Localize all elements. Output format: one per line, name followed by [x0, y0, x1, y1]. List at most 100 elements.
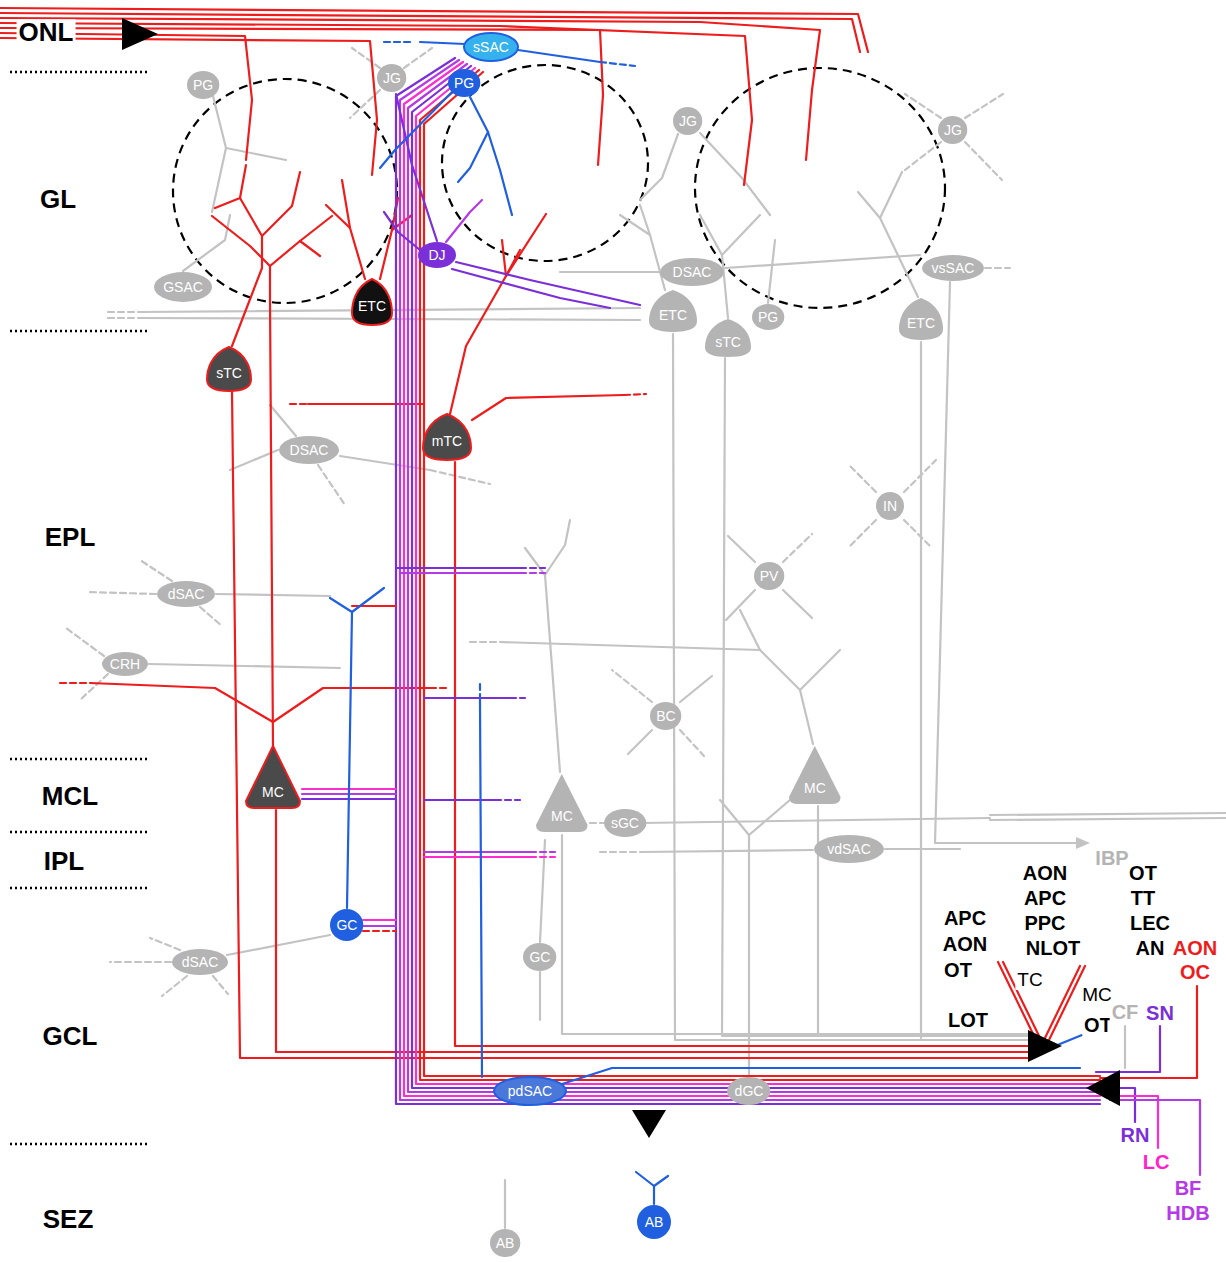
neurite — [783, 534, 812, 562]
cell-outline — [604, 809, 646, 837]
cell-outline — [207, 347, 251, 391]
cell-label: mTC — [432, 434, 462, 448]
cell-outline — [705, 319, 751, 357]
cell-label: GC — [336, 918, 357, 932]
neurite — [240, 165, 246, 198]
nerve-fiber — [0, 38, 377, 175]
neurite — [620, 215, 650, 235]
cell-outline — [673, 107, 702, 135]
cell-body: PV — [753, 561, 785, 591]
cell-body: PG — [186, 70, 220, 100]
layer-label: GCL — [41, 1023, 100, 1050]
neurite — [270, 216, 332, 266]
projection-label: APC — [942, 908, 988, 929]
neurite — [80, 674, 108, 700]
cell-body: PG — [751, 303, 785, 331]
cell-outline — [789, 746, 841, 804]
neurite — [904, 520, 932, 548]
cell-label: JG — [944, 123, 962, 137]
cell-outline — [246, 746, 300, 808]
projection-label: AN — [1134, 938, 1167, 959]
fiber-bundle — [424, 72, 1100, 1076]
neurite — [200, 607, 222, 626]
layer-boundary — [10, 758, 148, 761]
cell-label: ETC — [907, 316, 935, 330]
neurite — [506, 250, 520, 276]
cell-label: PV — [760, 569, 779, 583]
cell-label: JG — [383, 71, 401, 85]
neurite — [518, 50, 600, 62]
projection-label: OC — [1178, 962, 1212, 983]
neurite — [380, 41, 410, 43]
fiber-bundle — [1100, 986, 1197, 1078]
cell-outline — [876, 492, 904, 520]
neurite — [458, 132, 488, 182]
neurite — [456, 262, 640, 305]
neurite — [848, 520, 876, 548]
fiber-bundle — [396, 58, 1100, 1104]
cell-label: sTC — [715, 335, 741, 349]
fiber-branch — [530, 851, 555, 853]
neurite — [472, 395, 624, 420]
cell-outline — [418, 242, 456, 268]
fiber-branch — [424, 799, 495, 801]
neurite — [740, 610, 813, 744]
cell-body: BC — [649, 701, 682, 731]
neurite — [965, 142, 1002, 180]
neurite — [904, 460, 936, 492]
cell-label: dSAC — [168, 587, 205, 601]
neurite — [446, 200, 482, 242]
cell-outline — [922, 255, 984, 281]
neurite — [768, 240, 775, 303]
cell-outline — [814, 835, 884, 863]
cell-shape — [534, 772, 590, 834]
projection-label: LC — [1141, 1152, 1172, 1173]
cell-body: AB — [489, 1228, 521, 1258]
projection-label: AON — [941, 934, 989, 955]
cell-body: ETC — [350, 277, 394, 327]
neurite — [300, 241, 320, 256]
cell-outline — [423, 414, 471, 460]
cell-body: JG — [937, 115, 968, 145]
neurite — [430, 687, 450, 689]
projection-label: RN — [1119, 1125, 1152, 1146]
neurite — [722, 215, 760, 255]
neurite — [539, 972, 541, 1020]
neurite — [783, 590, 812, 618]
glomerulus — [173, 79, 397, 303]
cell-body: CRH — [101, 651, 149, 677]
fiber-branch — [530, 856, 555, 858]
tract — [1044, 966, 1080, 1040]
neurite — [352, 588, 384, 612]
neurite — [935, 282, 1078, 843]
cell-body: MC — [787, 744, 843, 806]
projection-label: OT — [942, 960, 974, 981]
cell-label: DSAC — [290, 443, 329, 457]
layer-label: IPL — [42, 848, 86, 875]
cell-outline — [464, 33, 518, 61]
cell-label: sTC — [216, 366, 242, 380]
cell-label: ETC — [659, 308, 687, 322]
neurite — [858, 192, 918, 297]
nerve-fiber — [0, 18, 820, 160]
cell-label: IN — [883, 499, 897, 513]
cell-label: vdSAC — [827, 842, 871, 856]
cell-body: dSAC — [171, 948, 229, 976]
projection-label: HDB — [1164, 1203, 1211, 1224]
layer-label: ONL — [17, 19, 76, 46]
cell-body: dGC — [726, 1076, 771, 1106]
layer-label: EPL — [43, 524, 98, 551]
neurite — [560, 271, 660, 273]
cell-outline — [102, 652, 148, 676]
cell-outline — [157, 581, 215, 607]
fiber-branch — [495, 799, 520, 801]
fiber-branch — [424, 856, 530, 858]
projection-label: IBP — [1093, 848, 1130, 869]
cell-body: DJ — [417, 241, 457, 269]
fiber-bundle — [412, 66, 1100, 1088]
neurite — [885, 848, 960, 850]
neurite — [66, 628, 104, 656]
neurite — [640, 134, 678, 200]
neurite — [728, 536, 755, 562]
cell-body: AB — [636, 1204, 672, 1240]
